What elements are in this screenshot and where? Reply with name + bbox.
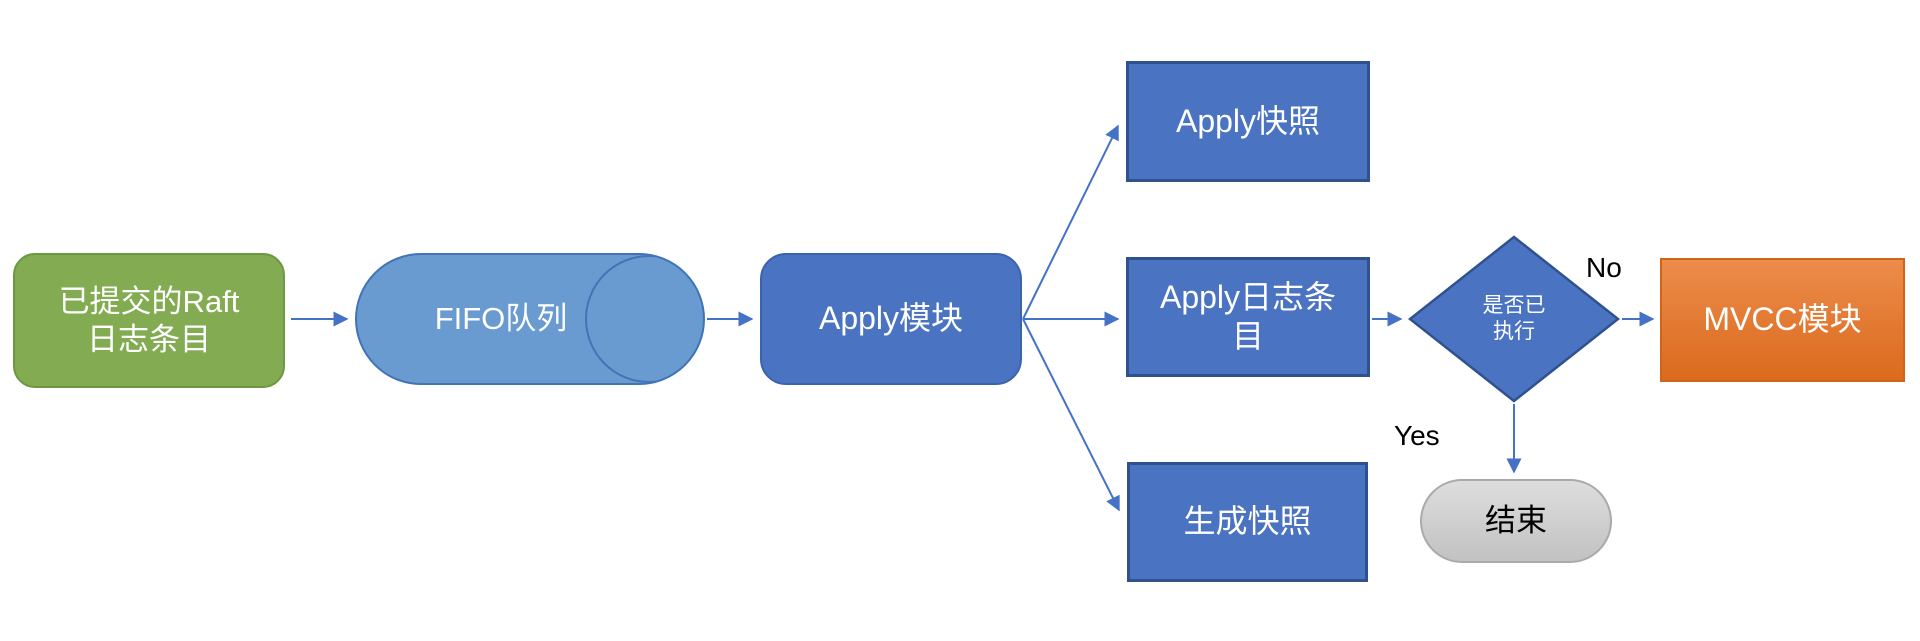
node-apply-log-entry: Apply日志条 目 bbox=[1126, 257, 1370, 377]
cylinder-cap-shape bbox=[585, 255, 703, 383]
node-fifo-queue: FIFO队列 bbox=[355, 253, 705, 385]
node-raft-log-label: 已提交的Raft 日志条目 bbox=[58, 283, 240, 357]
node-apply-snapshot: Apply快照 bbox=[1126, 61, 1370, 182]
arrow-apply-to-apply-snapshot bbox=[1022, 124, 1119, 320]
node-end: 结束 bbox=[1420, 479, 1612, 563]
node-fifo-queue-label: FIFO队列 bbox=[434, 301, 568, 337]
node-mvcc-module-label: MVCC模块 bbox=[1703, 301, 1862, 338]
node-apply-snapshot-label: Apply快照 bbox=[1175, 102, 1321, 139]
node-generate-snapshot: 生成快照 bbox=[1127, 462, 1368, 582]
diamond-shape bbox=[1408, 235, 1620, 403]
node-generate-snapshot-label: 生成快照 bbox=[1183, 503, 1312, 540]
node-raft-log: 已提交的Raft 日志条目 bbox=[13, 253, 285, 388]
edge-label-yes: Yes bbox=[1394, 420, 1440, 451]
node-apply-module-label: Apply模块 bbox=[818, 300, 964, 337]
node-mvcc-module: MVCC模块 bbox=[1660, 258, 1905, 382]
edge-label-no: No bbox=[1586, 252, 1622, 283]
node-decision-executed-label: 是否已 执行 bbox=[1482, 294, 1546, 343]
node-apply-log-entry-label: Apply日志条 目 bbox=[1159, 278, 1337, 354]
arrow-apply-to-generate-snapshot bbox=[1022, 318, 1120, 512]
node-apply-module: Apply模块 bbox=[760, 253, 1022, 385]
node-end-label: 结束 bbox=[1485, 503, 1547, 539]
node-decision-executed: 是否已 执行 bbox=[1408, 235, 1620, 403]
